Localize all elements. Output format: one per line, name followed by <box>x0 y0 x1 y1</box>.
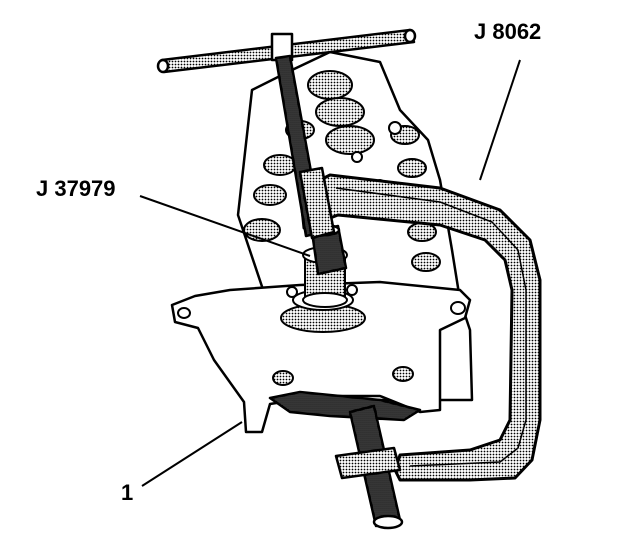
clamp-bottom-screw <box>268 390 422 530</box>
compressor-screw <box>156 28 417 240</box>
callout-j8062: J 8062 <box>474 19 542 44</box>
callout-part-1: 1 <box>121 480 134 505</box>
leader-lines <box>139 195 311 487</box>
callout-j37979: J 37979 <box>36 176 116 201</box>
